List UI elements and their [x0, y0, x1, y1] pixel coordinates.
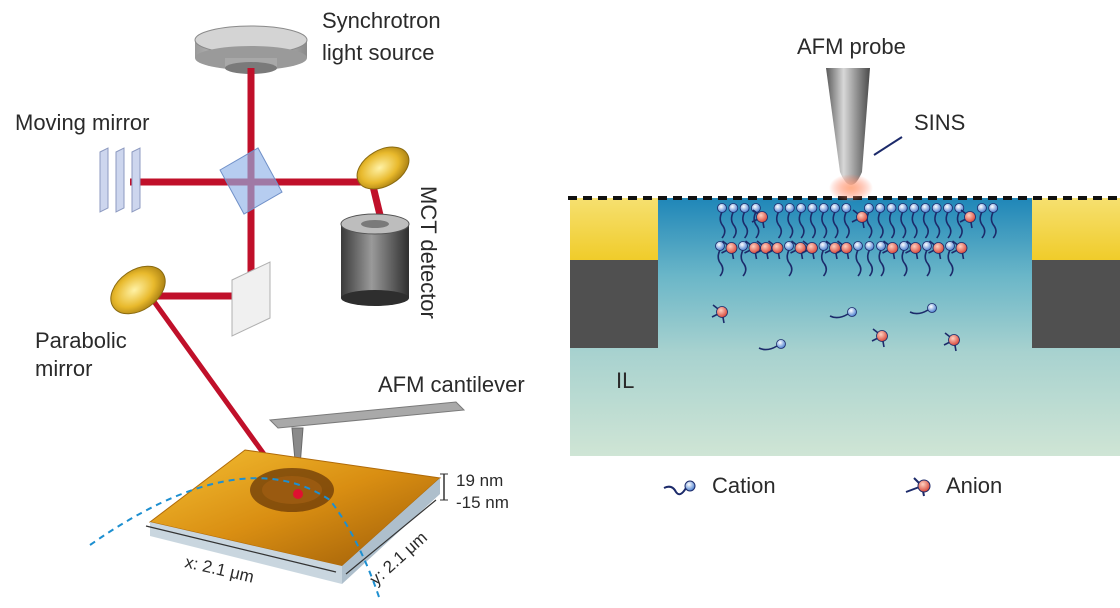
left-dark-electrode	[570, 260, 658, 348]
cation-ion	[920, 203, 931, 239]
cation-ion	[875, 203, 886, 239]
cation-ion	[717, 203, 727, 239]
anion-ion	[905, 240, 922, 260]
flat-mirror	[231, 261, 271, 337]
moving-mirror	[99, 147, 141, 213]
anion-ion	[951, 240, 968, 260]
cation-ion	[945, 241, 955, 277]
anion-ion	[871, 328, 888, 348]
cation-ion	[864, 241, 875, 277]
legend-anion-icon	[905, 477, 931, 497]
cation-ion	[758, 339, 786, 351]
parabolic-mirror	[110, 265, 166, 315]
cation-ion	[853, 241, 863, 277]
cation-ion	[909, 203, 919, 239]
anion-ion	[767, 240, 784, 260]
legend-anion-label: Anion	[946, 473, 1002, 498]
ion-layers	[711, 203, 999, 352]
cation-ion	[739, 203, 750, 239]
cation-ion	[988, 203, 999, 239]
anion-ion	[882, 240, 899, 260]
x-scan-axis	[145, 525, 337, 573]
gold-mirror-detector	[356, 146, 410, 190]
anion-ion	[851, 209, 868, 229]
cation-ion	[977, 203, 987, 239]
detector-label: MCT detector	[416, 186, 441, 319]
legend-cation-icon	[663, 480, 696, 496]
moving-mirror-label: Moving mirror	[15, 110, 149, 135]
cation-ion	[715, 241, 725, 277]
cation-ion	[818, 203, 829, 239]
parabolic-label-line1: Parabolic	[35, 328, 127, 353]
synchrotron-source	[194, 25, 308, 74]
anion-ion	[790, 240, 807, 260]
probe-label: AFM probe	[797, 34, 906, 59]
anion-ion	[755, 240, 772, 260]
cantilever-label: AFM cantilever	[378, 372, 525, 397]
afm-probe	[826, 68, 903, 202]
anion-ion	[943, 332, 960, 352]
height-max-label: 19 nm	[456, 471, 503, 490]
anion-ion	[836, 240, 853, 260]
cation-ion	[886, 203, 897, 239]
anion-ion	[721, 240, 738, 260]
source-label-line1: Synchrotron	[322, 8, 441, 33]
cation-ion	[899, 241, 909, 277]
anion-ion	[801, 240, 818, 260]
cation-ion	[773, 203, 784, 239]
source-label-line2: light source	[322, 40, 435, 65]
legend: Cation Anion	[663, 473, 1002, 498]
sins-label: SINS	[914, 110, 965, 135]
cation-ion	[909, 303, 937, 315]
right-gold-electrode	[1032, 198, 1120, 260]
cation-ion	[796, 203, 806, 239]
cation-ion	[728, 203, 739, 239]
cation-ion	[784, 241, 794, 277]
electrochemical-cell	[568, 196, 1120, 456]
cation-ion	[830, 203, 840, 239]
y-scan-axis	[345, 499, 437, 575]
cation-ion	[841, 203, 852, 239]
parabolic-label-line2: mirror	[35, 356, 92, 381]
mct-detector	[340, 213, 410, 306]
cation-ion	[876, 241, 886, 277]
height-scale-bar	[440, 473, 448, 501]
beam-splitter	[219, 147, 283, 215]
cation-ion	[807, 203, 818, 239]
anion-ion	[711, 304, 728, 324]
il-label: IL	[616, 368, 634, 393]
cation-ion	[931, 203, 942, 239]
anion-ion	[751, 209, 768, 229]
anion-ion	[744, 240, 761, 260]
cation-ion	[943, 203, 953, 239]
right-dark-electrode	[1032, 260, 1120, 348]
cation-ion	[897, 203, 908, 239]
legend-cation-label: Cation	[712, 473, 776, 498]
cation-ion	[818, 241, 829, 277]
cation-ion	[784, 203, 795, 239]
left-gold-electrode	[570, 198, 658, 260]
anion-ion	[959, 209, 976, 229]
cation-ion	[738, 241, 748, 277]
height-min-label: -15 nm	[456, 493, 509, 512]
cation-ion	[922, 241, 932, 277]
cation-ion	[829, 307, 857, 319]
anion-ion	[928, 240, 945, 260]
anion-ion	[824, 240, 841, 260]
